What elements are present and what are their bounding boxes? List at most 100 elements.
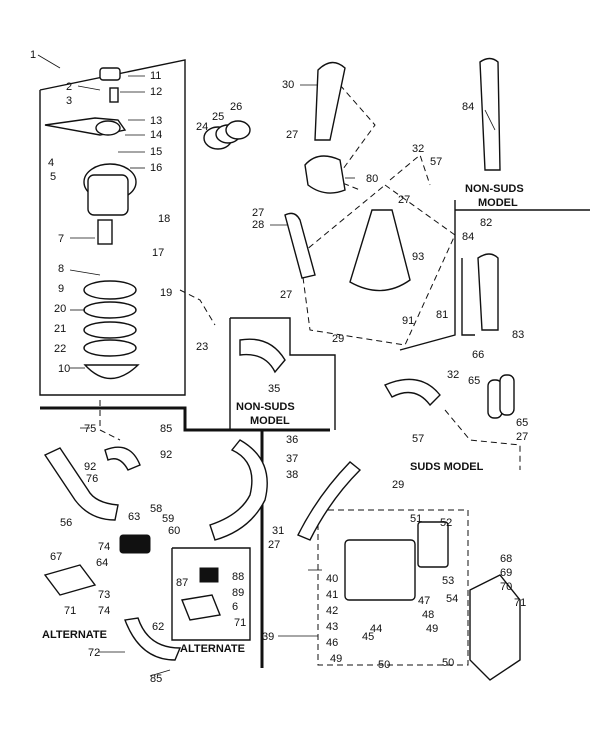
label-46: 46 — [326, 637, 338, 649]
label-58: 58 — [150, 503, 162, 515]
label-71-c: 71 — [234, 617, 246, 629]
valve-body-top — [95, 120, 121, 136]
funnel-pump — [349, 209, 411, 292]
label-35: 35 — [268, 383, 280, 395]
label-43: 43 — [326, 621, 338, 633]
pump-group-frame — [39, 59, 186, 396]
switch-88 — [199, 567, 219, 583]
hose-38 — [297, 461, 362, 541]
label-69: 69 — [500, 567, 512, 579]
hose-84 — [479, 57, 501, 171]
label-67: 67 — [50, 551, 62, 563]
label-50-b: 50 — [442, 657, 454, 669]
label-40: 40 — [326, 573, 338, 585]
label-39: 39 — [262, 631, 274, 643]
label-48: 48 — [422, 609, 434, 621]
label-22: 22 — [54, 343, 66, 355]
label-20: 20 — [54, 303, 66, 315]
hose-82 — [477, 253, 499, 331]
label-84-b: 84 — [462, 231, 474, 243]
hose-30 — [314, 61, 346, 141]
label-30: 30 — [282, 79, 294, 91]
label-47: 47 — [418, 595, 430, 607]
bracket-70 — [469, 574, 521, 681]
hose-72 — [124, 617, 182, 661]
bracket-89 — [181, 594, 221, 621]
section-divider-top — [40, 406, 330, 432]
ring-26 — [225, 120, 251, 140]
label-37: 37 — [286, 453, 298, 465]
label-50-a: 50 — [378, 659, 390, 671]
label-38: 38 — [286, 469, 298, 481]
label-27-d: 27 — [280, 289, 292, 301]
label-88: 88 — [232, 571, 244, 583]
housing-80 — [304, 155, 346, 194]
label-74-a: 74 — [98, 541, 110, 553]
section-labels: NON-SUDS MODEL NON-SUDS MODEL SUDS MODEL… — [42, 183, 524, 655]
suds-frame — [399, 200, 456, 351]
hose-37 — [209, 439, 268, 541]
label-74-b: 74 — [98, 605, 110, 617]
pump-motor-box — [299, 184, 456, 346]
parts — [43, 57, 521, 681]
hose-36 — [383, 378, 441, 407]
label-27-c: 27 — [398, 194, 410, 206]
label-18: 18 — [158, 213, 170, 225]
label-14: 14 — [150, 129, 162, 141]
label-11: 11 — [150, 70, 161, 82]
label-12: 12 — [150, 86, 162, 98]
label-65-b: 65 — [516, 417, 528, 429]
ring-22 — [83, 339, 137, 357]
ring-21 — [83, 321, 137, 339]
label-9: 9 — [58, 283, 64, 295]
label-23: 23 — [196, 341, 208, 353]
label-72: 72 — [88, 647, 100, 659]
hose-guide-right — [389, 154, 431, 186]
label-36: 36 — [286, 434, 298, 446]
label-45: 45 — [362, 631, 374, 643]
label-89: 89 — [232, 587, 244, 599]
label-81: 81 — [436, 309, 448, 321]
hose-65b — [499, 374, 515, 416]
label-3: 3 — [66, 95, 72, 107]
alternate-right-label: ALTERNATE — [180, 643, 245, 655]
label-27-f: 27 — [516, 431, 528, 443]
label-62: 62 — [152, 621, 164, 633]
label-71-b: 71 — [64, 605, 76, 617]
label-15: 15 — [150, 146, 162, 158]
label-4: 4 — [48, 157, 54, 169]
non-suds-label-mid-line2: MODEL — [250, 415, 290, 427]
cap-part — [99, 67, 121, 81]
label-63: 63 — [128, 511, 140, 523]
label-92-b: 92 — [160, 449, 172, 461]
label-42: 42 — [326, 605, 338, 617]
plunger-part — [97, 219, 113, 245]
label-59: 59 — [162, 513, 174, 525]
gasket-20 — [83, 301, 137, 319]
alternate-right-box — [171, 547, 251, 641]
spring-part — [109, 87, 119, 103]
label-49-b: 49 — [330, 653, 342, 665]
label-21: 21 — [54, 323, 66, 335]
label-64: 64 — [96, 557, 108, 569]
seal-ring-9 — [83, 280, 137, 300]
label-82: 82 — [480, 217, 492, 229]
hose-guide-top — [334, 84, 376, 191]
label-2: 2 — [66, 81, 72, 93]
label-28: 28 — [252, 219, 264, 231]
label-32-a: 32 — [412, 143, 424, 155]
label-13: 13 — [150, 115, 162, 127]
label-29-a: 29 — [332, 333, 344, 345]
bracket-67 — [43, 564, 97, 596]
label-85-b: 85 — [150, 673, 162, 685]
label-31: 31 — [272, 525, 284, 537]
label-27-a: 27 — [286, 129, 298, 141]
hose-35 — [239, 338, 286, 374]
label-41: 41 — [326, 589, 338, 601]
label-84-a: 84 — [462, 101, 474, 113]
bowl-10 — [83, 364, 140, 380]
suds-model-label: SUDS MODEL — [410, 461, 484, 473]
label-19: 19 — [160, 287, 172, 299]
label-57-a: 57 — [430, 156, 442, 168]
